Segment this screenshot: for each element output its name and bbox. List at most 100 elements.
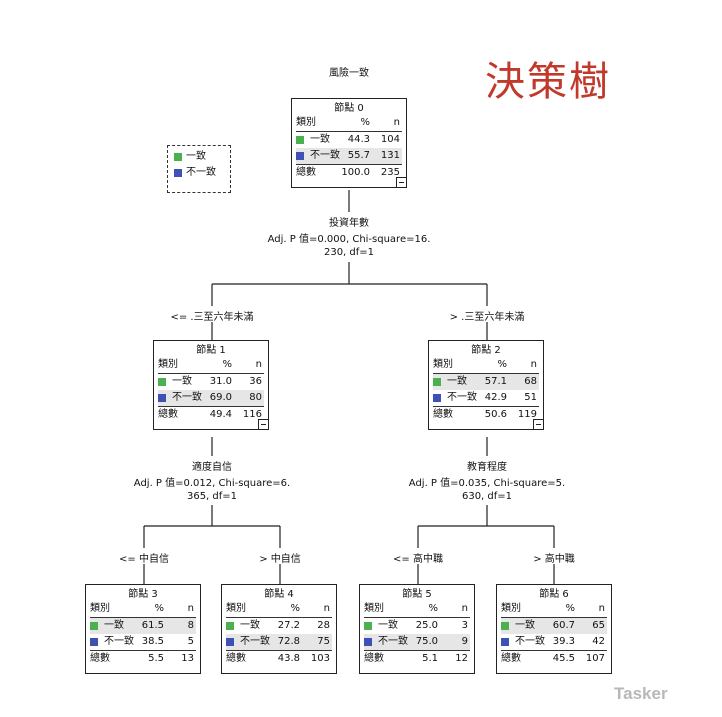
row-label: 一致 — [104, 620, 124, 631]
header-category: 類別 — [90, 603, 110, 614]
branch-label: <= 中自信 — [119, 554, 169, 565]
header-category: 類別 — [296, 117, 316, 128]
total-percent: 5.5 — [148, 653, 164, 664]
row-label: 不一致 — [240, 636, 270, 647]
branch-label: > .三至六年未滿 — [449, 312, 525, 323]
header-category: 類別 — [433, 359, 453, 370]
node-total: 總數 45.5 107 — [501, 651, 607, 667]
split-stat: Adj. P 值=0.012, Chi-square=6. — [133, 478, 291, 489]
tree-node[interactable]: 節點 1 類別 % n 一致 31.0 36 不一致 69.0 80 總數 49… — [153, 340, 269, 430]
row-percent: 69.0 — [209, 392, 232, 403]
row-count: 131 — [380, 150, 400, 161]
row-count: 75 — [317, 636, 330, 647]
header-percent: % — [360, 117, 370, 128]
row-label: 一致 — [515, 620, 535, 631]
total-count: 116 — [242, 409, 262, 420]
tree-node[interactable]: 節點 0 類別 % n 一致 44.3 104 不一致 55.7 131 總數 … — [291, 98, 407, 188]
node-total: 總數 5.5 13 — [90, 651, 196, 667]
row-percent: 39.3 — [552, 636, 575, 647]
node-total: 總數 5.1 12 — [364, 651, 470, 667]
header-percent: % — [154, 603, 164, 614]
header-category: 類別 — [364, 603, 384, 614]
node-row: 一致 27.2 28 — [226, 618, 332, 634]
row-percent: 44.3 — [347, 134, 370, 145]
node-row: 一致 57.1 68 — [433, 374, 539, 390]
header-category: 類別 — [226, 603, 246, 614]
chart-title: 決策樹 — [485, 59, 611, 105]
green-swatch-icon — [501, 622, 509, 630]
header-n: n — [598, 603, 605, 614]
header-percent: % — [497, 359, 507, 370]
row-count: 8 — [187, 620, 194, 631]
row-percent: 25.0 — [415, 620, 438, 631]
header-percent: % — [428, 603, 438, 614]
green-swatch-icon — [433, 378, 441, 386]
node-row: 不一致 69.0 80 — [158, 390, 264, 407]
node-row: 不一致 38.5 5 — [90, 634, 196, 651]
branch-label: > 高中職 — [533, 554, 575, 565]
header-n: n — [393, 117, 400, 128]
row-label: 一致 — [310, 134, 330, 145]
split-stat: Adj. P 值=0.000, Chi-square=16. — [267, 234, 431, 245]
node-title: 節點 3 — [128, 589, 158, 600]
node-title: 節點 5 — [402, 589, 432, 600]
total-label: 總數 — [296, 167, 316, 178]
total-count: 107 — [585, 653, 605, 664]
header-n: n — [461, 603, 468, 614]
node-row: 不一致 42.9 51 — [433, 390, 539, 407]
node-row: 一致 61.5 8 — [90, 618, 196, 634]
node-row: 不一致 72.8 75 — [226, 634, 332, 651]
row-count: 51 — [524, 392, 537, 403]
watermark-logo: Tasker — [614, 684, 668, 703]
row-label: 不一致 — [104, 636, 134, 647]
node-row: 不一致 75.0 9 — [364, 634, 470, 651]
node-title: 節點 1 — [196, 345, 226, 356]
total-label: 總數 — [433, 409, 453, 420]
collapse-icon[interactable] — [533, 419, 544, 430]
tree-node[interactable]: 節點 2 類別 % n 一致 57.1 68 不一致 42.9 51 總數 50… — [428, 340, 544, 430]
total-count: 119 — [517, 409, 537, 420]
tree-node[interactable]: 節點 5 類別 % n 一致 25.0 3 不一致 75.0 9 總數 5.1 … — [359, 584, 475, 674]
legend-label: 不一致 — [186, 167, 216, 178]
total-percent: 100.0 — [341, 167, 370, 178]
row-percent: 72.8 — [277, 636, 300, 647]
row-count: 65 — [592, 620, 605, 631]
header-n: n — [530, 359, 537, 370]
tree-node[interactable]: 節點 4 類別 % n 一致 27.2 28 不一致 72.8 75 總數 43… — [221, 584, 337, 674]
row-percent: 38.5 — [141, 636, 164, 647]
node-total: 總數 43.8 103 — [226, 651, 332, 667]
target-variable-label: 風險一致 — [329, 68, 369, 79]
total-label: 總數 — [158, 409, 178, 420]
blue-swatch-icon — [501, 638, 509, 646]
total-percent: 49.4 — [209, 409, 232, 420]
total-label: 總數 — [501, 653, 521, 664]
total-label: 總數 — [226, 653, 246, 664]
node-total: 總數 50.6 119 — [433, 407, 539, 423]
row-percent: 57.1 — [484, 376, 507, 387]
branch-label: <= 高中職 — [393, 554, 443, 565]
tree-node[interactable]: 節點 6 類別 % n 一致 60.7 65 不一致 39.3 42 總數 45… — [496, 584, 612, 674]
row-count: 80 — [249, 392, 262, 403]
node-row: 不一致 39.3 42 — [501, 634, 607, 651]
header-n: n — [323, 603, 330, 614]
row-percent: 31.0 — [209, 376, 232, 387]
node-header: 類別 % n — [158, 357, 264, 374]
blue-swatch-icon — [226, 638, 234, 646]
green-swatch-icon — [364, 622, 372, 630]
node-header: 類別 % n — [364, 601, 470, 618]
node-row: 一致 31.0 36 — [158, 374, 264, 390]
row-label: 一致 — [378, 620, 398, 631]
row-label: 不一致 — [172, 392, 202, 403]
total-percent: 50.6 — [484, 409, 507, 420]
node-row: 一致 44.3 104 — [296, 132, 402, 148]
collapse-icon[interactable] — [258, 419, 269, 430]
row-percent: 75.0 — [415, 636, 438, 647]
node-total: 總數 49.4 116 — [158, 407, 264, 423]
branch-label: > 中自信 — [259, 554, 301, 565]
node-row: 一致 25.0 3 — [364, 618, 470, 634]
total-percent: 43.8 — [277, 653, 300, 664]
collapse-icon[interactable] — [396, 177, 407, 188]
node-header: 類別 % n — [226, 601, 332, 618]
tree-node[interactable]: 節點 3 類別 % n 一致 61.5 8 不一致 38.5 5 總數 5.5 … — [85, 584, 201, 674]
